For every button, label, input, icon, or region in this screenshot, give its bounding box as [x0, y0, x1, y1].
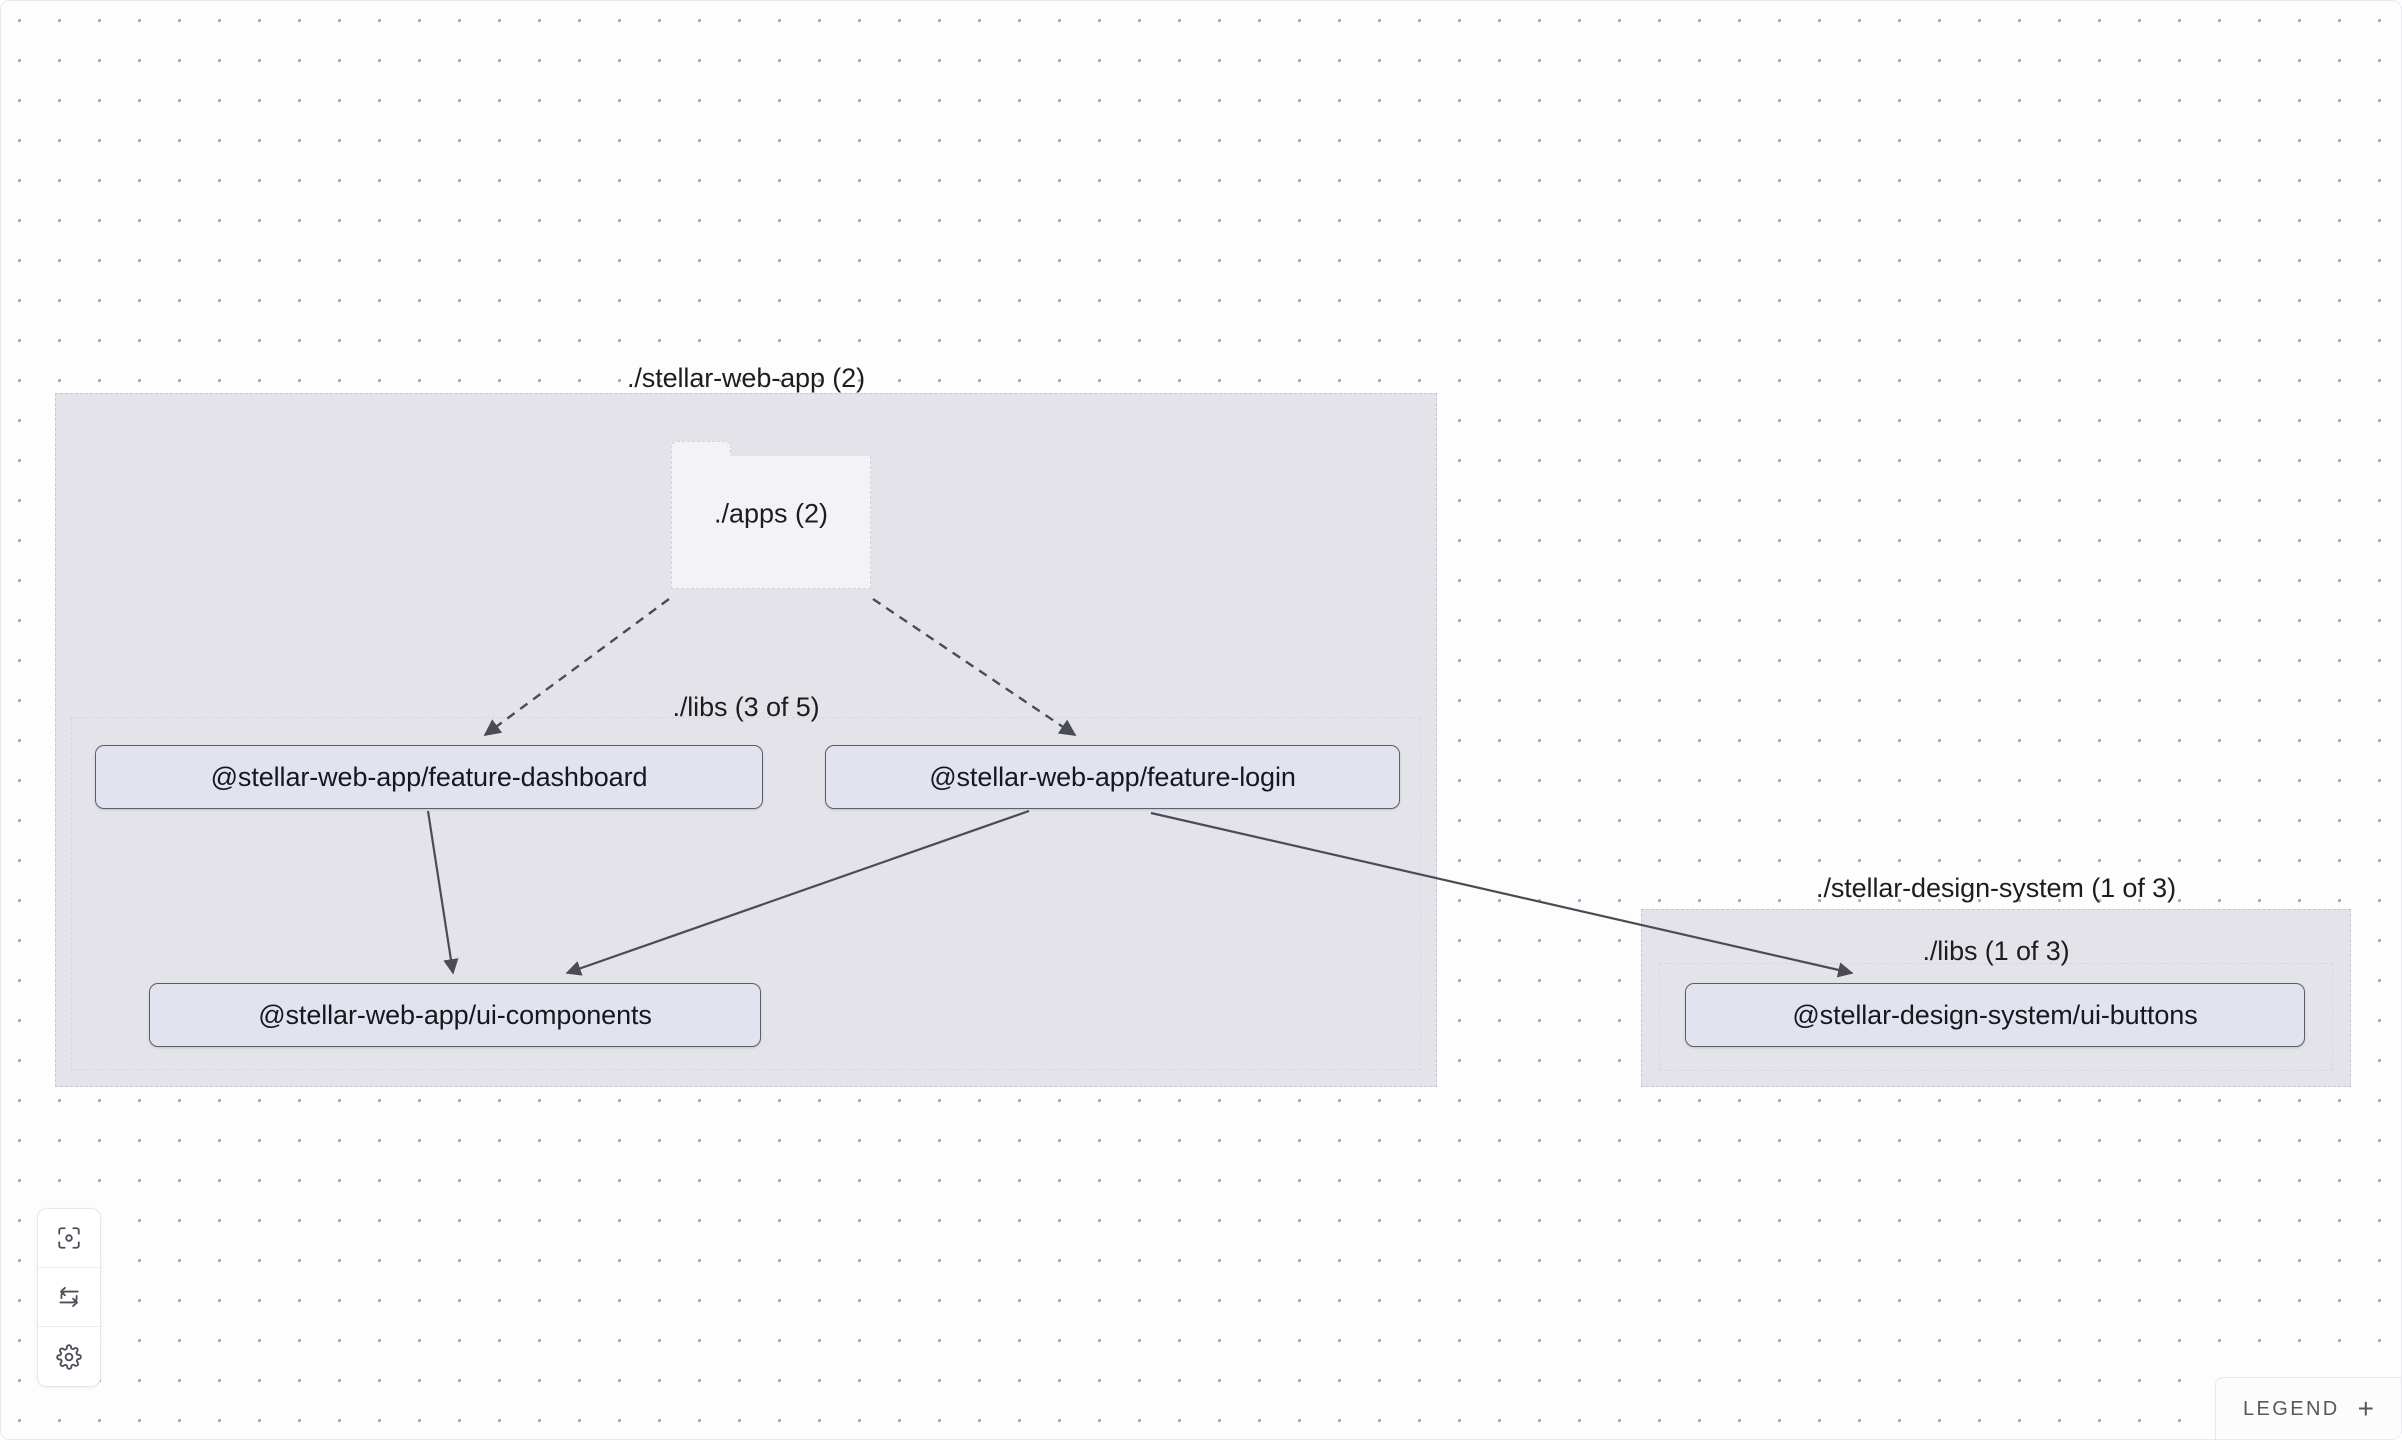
- node-label-ui-buttons: @stellar-design-system/ui-buttons: [1792, 999, 2198, 1030]
- focus-target-icon: [56, 1225, 82, 1251]
- node-feature-login[interactable]: @stellar-web-app/feature-login: [825, 745, 1400, 809]
- folder-label-apps: ./apps (2): [713, 498, 829, 529]
- folder-apps[interactable]: [671, 456, 871, 589]
- node-ui-buttons[interactable]: @stellar-design-system/ui-buttons: [1685, 983, 2305, 1047]
- node-feature-dashboard[interactable]: @stellar-web-app/feature-dashboard: [95, 745, 763, 809]
- group-stellar-design-system-libs[interactable]: [1659, 963, 2333, 1071]
- graph-toolbar: [37, 1208, 101, 1387]
- node-ui-components[interactable]: @stellar-web-app/ui-components: [149, 983, 761, 1047]
- gear-icon: [56, 1343, 82, 1370]
- settings-button[interactable]: [38, 1327, 100, 1386]
- node-label-ui-components: @stellar-web-app/ui-components: [258, 999, 652, 1030]
- apps-folder-tab: [671, 441, 731, 457]
- group-label-stellar-web-app-libs: ./libs (3 of 5): [672, 692, 820, 722]
- refresh-icon: [56, 1284, 82, 1310]
- node-label-feature-login: @stellar-web-app/feature-login: [929, 761, 1296, 792]
- group-label-stellar-design-system: ./stellar-design-system (1 of 3): [1816, 873, 2176, 903]
- refresh-button[interactable]: [38, 1268, 100, 1327]
- legend-label: LEGEND: [2242, 1397, 2340, 1420]
- legend-expand-icon: +: [2357, 1392, 2374, 1424]
- legend-button[interactable]: LEGEND +: [2215, 1377, 2401, 1439]
- node-label-feature-dashboard: @stellar-web-app/feature-dashboard: [210, 761, 648, 792]
- group-label-stellar-design-system-libs: ./libs (1 of 3): [1922, 936, 2070, 966]
- focus-button[interactable]: [38, 1209, 100, 1268]
- group-label-stellar-web-app: ./stellar-web-app (2): [627, 363, 865, 393]
